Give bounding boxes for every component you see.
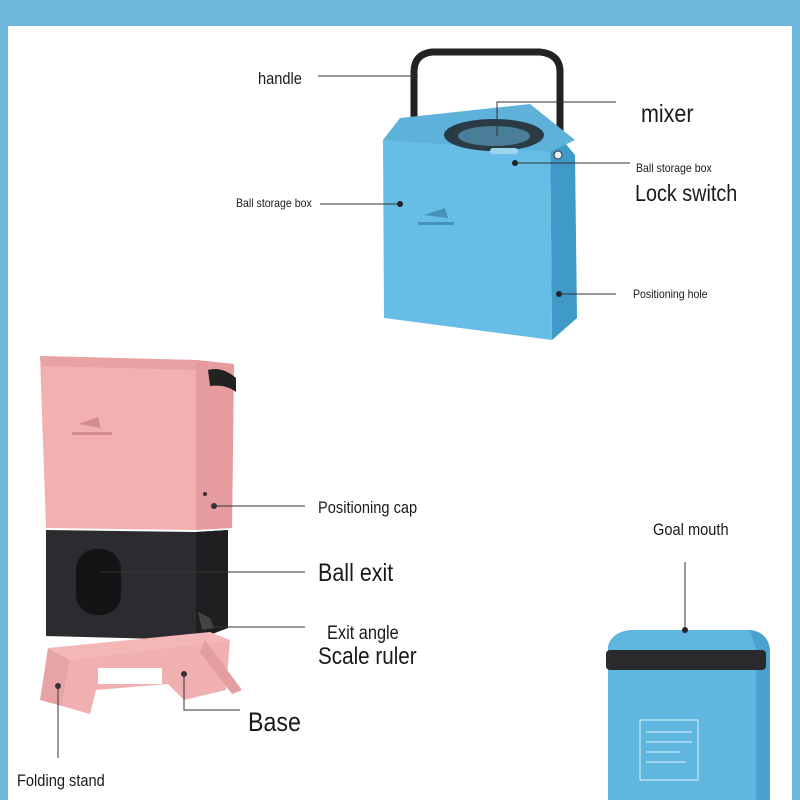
brand-logo-icon [418, 208, 454, 225]
blue-goal-box [606, 627, 770, 800]
ball-exit-opening [76, 549, 121, 615]
goal-box-label-plate [639, 719, 699, 781]
positioning-cap-dot [203, 492, 207, 496]
label-goal-mouth: Goal mouth [653, 520, 729, 539]
box-side-face [550, 125, 577, 340]
goal-box-strap [606, 650, 766, 670]
base-cutout [98, 668, 162, 684]
label-base: Base [248, 707, 301, 737]
folding-stand-left [40, 648, 70, 706]
pink-box-side [196, 360, 234, 530]
label-ball-storage-box-right: Ball storage box [636, 161, 712, 175]
label-lock-switch: Lock switch [635, 180, 738, 206]
label-handle: handle [258, 69, 302, 88]
box-front-face [383, 125, 552, 340]
folding-stand-right [200, 640, 242, 694]
goal-box-body [608, 630, 770, 800]
dark-base-side [196, 530, 228, 640]
goal-mouth-dot [682, 627, 688, 633]
pink-base-top [48, 632, 230, 660]
exit-angle-ruler [198, 612, 214, 630]
side-handle-clip [208, 369, 236, 392]
handle-strap [410, 48, 564, 166]
pink-box-top [40, 356, 196, 370]
assembled-ball-machine [40, 356, 242, 714]
blue-ball-storage-box [383, 48, 577, 340]
label-scale-ruler: Scale ruler [318, 643, 417, 670]
label-exit-angle: Exit angle [327, 623, 399, 644]
leader-lines-top [318, 75, 630, 295]
goal-box-label-lines [646, 731, 692, 763]
label-ball-exit: Ball exit [318, 559, 394, 587]
brand-logo-icon [72, 417, 112, 435]
pink-box-front [40, 356, 234, 530]
label-mixer: mixer [641, 100, 694, 128]
mixer-blade [458, 126, 530, 146]
lock-switch-knob [490, 148, 518, 154]
label-positioning-hole: Positioning hole [633, 287, 708, 301]
goal-box-side [750, 630, 770, 800]
marker-dot [556, 291, 562, 297]
label-ball-storage-box-left: Ball storage box [236, 196, 312, 210]
leader-lines-bottom-left [57, 505, 305, 758]
marker-dot [553, 150, 563, 160]
label-folding-stand: Folding stand [17, 771, 105, 790]
label-positioning-cap: Positioning cap [318, 498, 418, 517]
marker-dot [512, 160, 518, 166]
